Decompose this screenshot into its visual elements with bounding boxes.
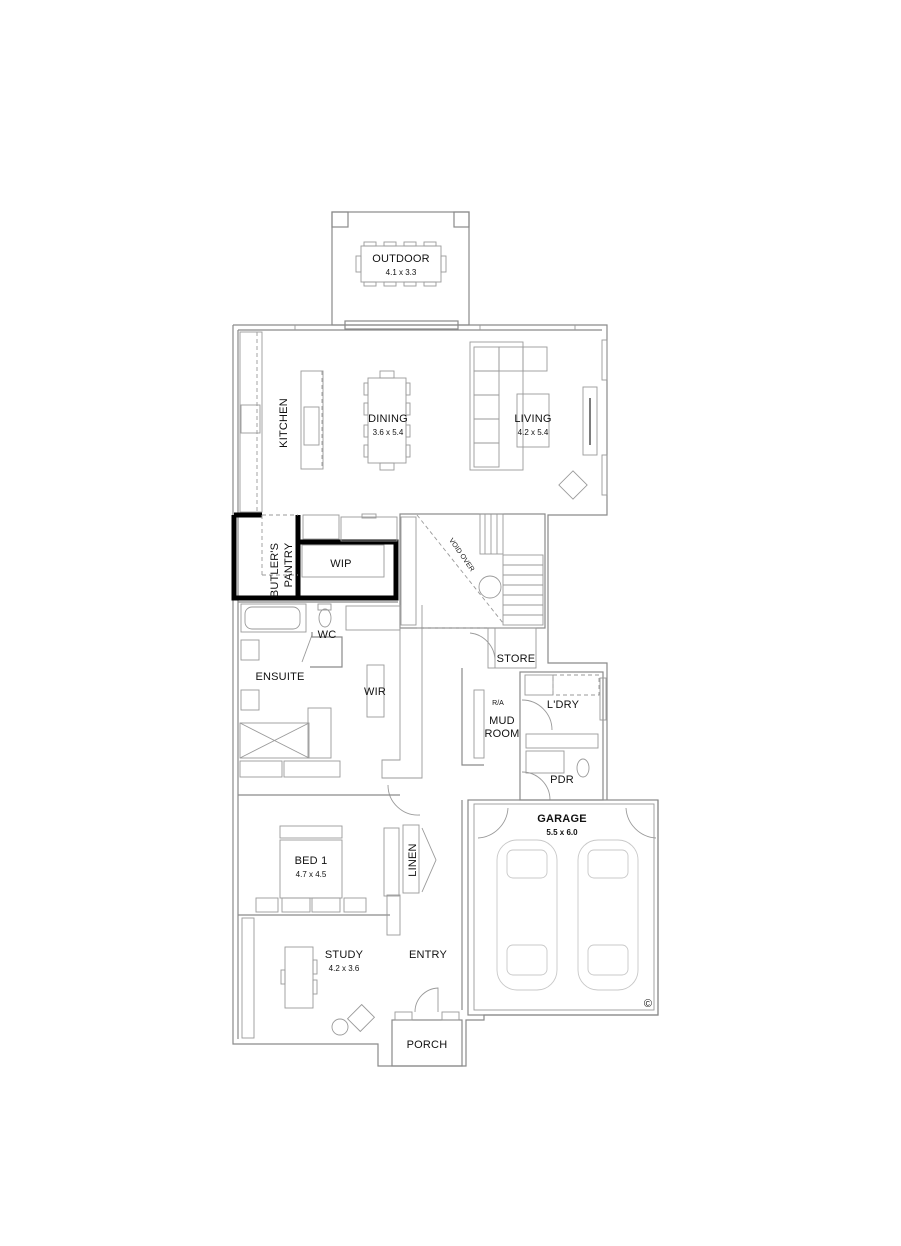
study-label: STUDY bbox=[325, 949, 364, 961]
mud-room-label-1: MUD bbox=[489, 715, 515, 727]
ra-label: R/A bbox=[492, 700, 504, 707]
butlers-pantry-wip: BUTLER'S PANTRY WIP bbox=[231, 512, 399, 601]
dining-label: DINING bbox=[368, 413, 408, 425]
wir-area: WIR bbox=[345, 605, 423, 816]
study-entry: STUDY 4.2 x 3.6 ENTRY bbox=[238, 800, 463, 1039]
ensuite-wc: WC ENSUITE bbox=[238, 601, 398, 778]
butlers-pantry-label-1: BUTLER'S bbox=[269, 543, 281, 597]
bed1-label: BED 1 bbox=[295, 855, 328, 867]
wir-label: WIR bbox=[364, 686, 386, 698]
entry-label: ENTRY bbox=[409, 949, 448, 961]
kitchen-area: KITCHEN bbox=[239, 331, 324, 513]
garage-label: GARAGE bbox=[537, 813, 586, 825]
car-icon bbox=[496, 839, 558, 991]
living-label: LIVING bbox=[514, 413, 551, 425]
pdr-label: PDR bbox=[550, 774, 574, 786]
butlers-pantry-label-2: PANTRY bbox=[283, 542, 295, 587]
outdoor-area: OUTDOOR 4.1 x 3.3 bbox=[331, 211, 470, 326]
car-icon bbox=[577, 839, 639, 991]
bed1-area: BED 1 4.7 x 4.5 LINEN bbox=[238, 794, 437, 913]
wip-label: WIP bbox=[330, 558, 351, 570]
dining-dims: 3.6 x 5.4 bbox=[373, 428, 404, 437]
living-area: LIVING 4.2 x 5.4 bbox=[469, 341, 598, 500]
porch-area: PORCH bbox=[391, 1011, 463, 1067]
bed1-dims: 4.7 x 4.5 bbox=[296, 870, 327, 879]
dining-area: DINING 3.6 x 5.4 bbox=[363, 370, 411, 471]
wc-label: WC bbox=[318, 629, 337, 641]
mud-laundry-pdr: R/A L'DRY MUD ROOM PDR bbox=[461, 668, 607, 801]
mud-room-label-2: ROOM bbox=[484, 728, 519, 740]
linen-label: LINEN bbox=[407, 843, 419, 876]
porch-label: PORCH bbox=[407, 1039, 448, 1051]
ensuite-label: ENSUITE bbox=[255, 671, 304, 683]
copyright-mark: © bbox=[644, 998, 652, 1010]
store-area: STORE bbox=[469, 627, 537, 669]
laundry-label: L'DRY bbox=[547, 699, 580, 711]
void-over-label: VOID OVER bbox=[447, 537, 475, 573]
outdoor-dims: 4.1 x 3.3 bbox=[386, 268, 417, 277]
living-dims: 4.2 x 5.4 bbox=[518, 428, 549, 437]
garage-dims: 5.5 x 6.0 bbox=[546, 828, 578, 837]
kitchen-label: KITCHEN bbox=[278, 398, 290, 448]
store-label: STORE bbox=[497, 653, 536, 665]
study-dims: 4.2 x 3.6 bbox=[329, 964, 360, 973]
garage-area: GARAGE 5.5 x 6.0 © bbox=[467, 799, 659, 1016]
outdoor-label: OUTDOOR bbox=[372, 253, 430, 265]
